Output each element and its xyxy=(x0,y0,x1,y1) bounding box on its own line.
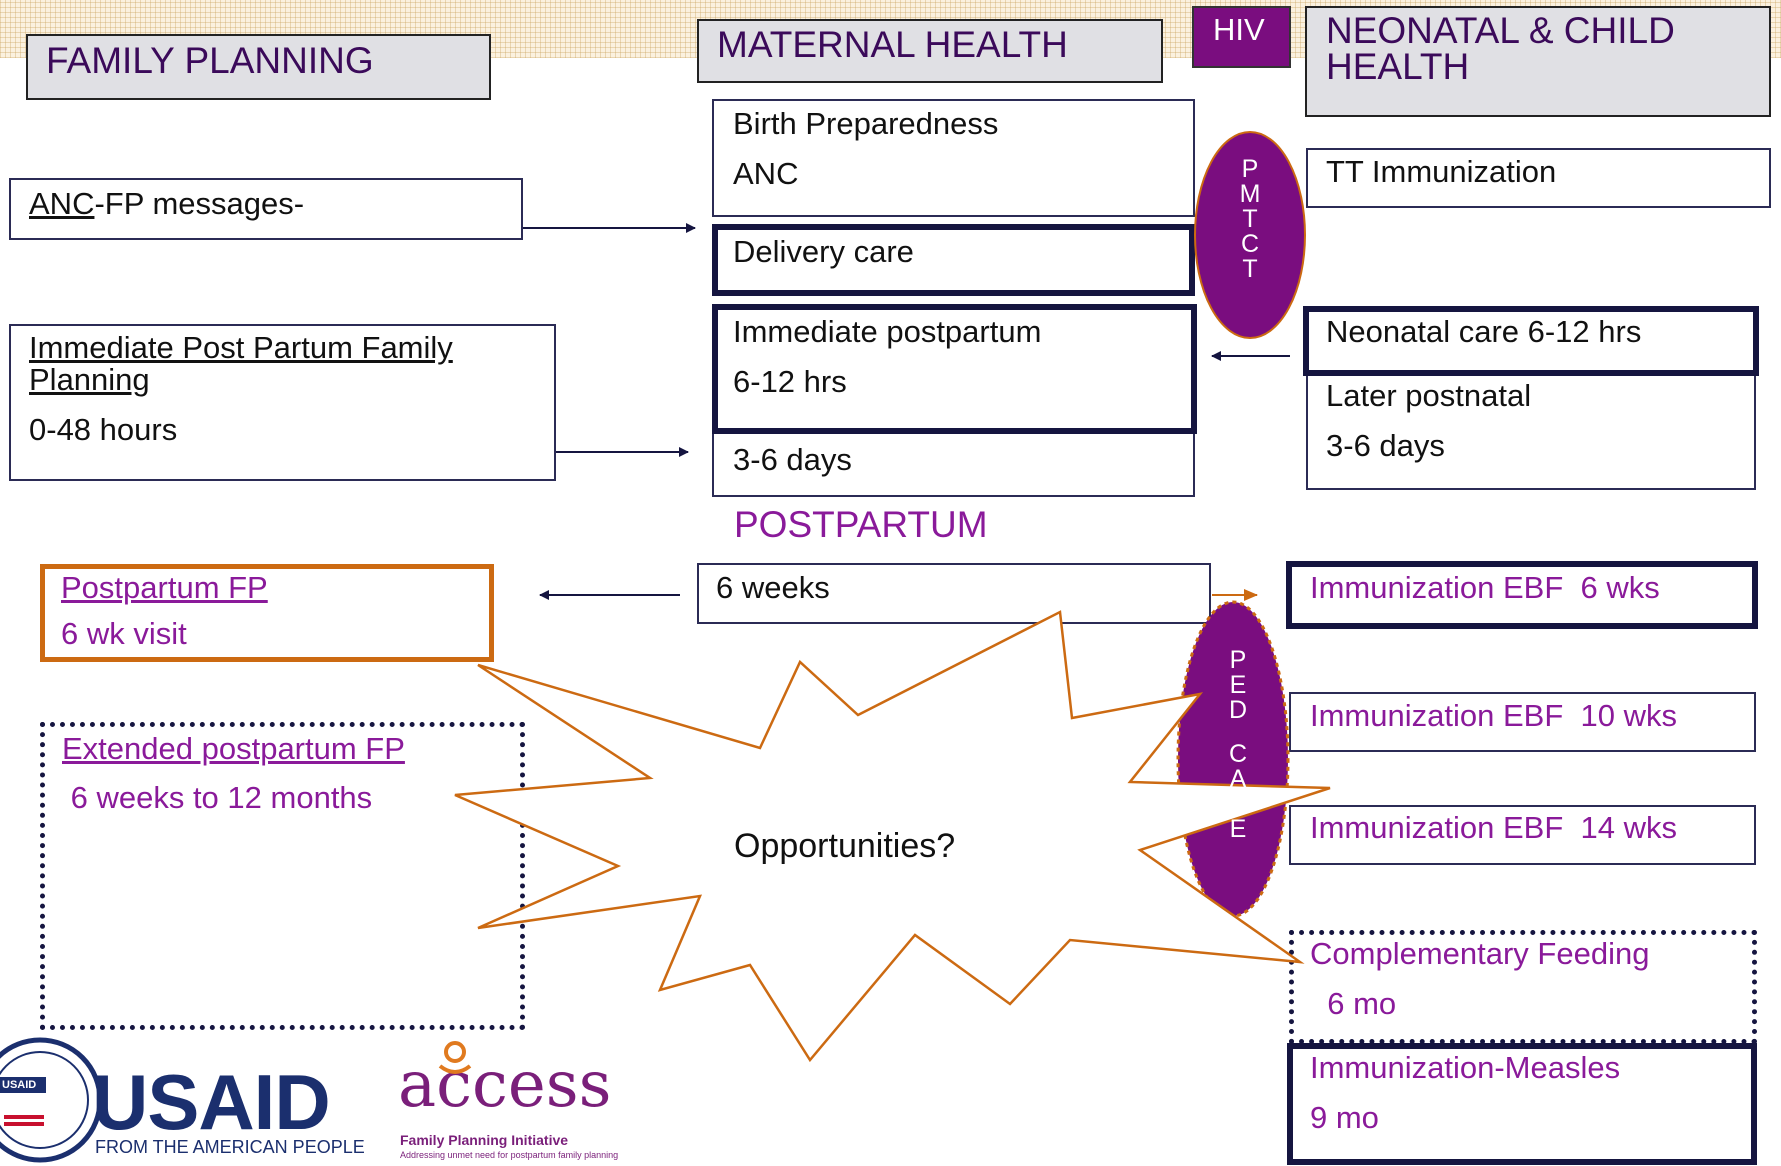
comp-feeding-label: Complementary Feeding xyxy=(1310,936,1650,971)
usaid-seal-label: USAID xyxy=(2,1079,37,1091)
anc-fp-box xyxy=(9,178,523,240)
six-weeks-box xyxy=(697,563,1211,624)
postpartum-fp-link[interactable]: Postpartum FP xyxy=(61,570,268,605)
comp-feeding-age: 6 mo xyxy=(1310,986,1397,1021)
ippfp-hours: 0-48 hours xyxy=(29,412,178,447)
opportunities-starburst xyxy=(454,610,1331,1063)
maternal-health-header xyxy=(697,19,1163,83)
access-tagline-2: Addressing unmet need for postpartum fam… xyxy=(400,1150,619,1160)
pmtct-letter: T xyxy=(1242,205,1258,233)
neonatal-header-line1: NEONATAL & CHILD xyxy=(1326,10,1675,51)
family-planning-header-label: FAMILY PLANNING xyxy=(46,40,374,81)
immediate-postpartum-box xyxy=(712,304,1197,434)
birth-prep-label: Birth Preparedness xyxy=(733,106,999,141)
extended-fp-box xyxy=(40,722,525,1030)
measles-age: 9 mo xyxy=(1310,1100,1379,1135)
ped-letter: D xyxy=(1228,696,1248,724)
hiv-header xyxy=(1192,6,1291,68)
measles-label: Immunization-Measles xyxy=(1310,1050,1621,1085)
delivery-care-label: Delivery care xyxy=(733,234,914,269)
imm-6wk-box xyxy=(1286,561,1758,629)
care-letter: C xyxy=(1228,740,1248,768)
postpartum-fp-visit: 6 wk visit xyxy=(61,616,187,651)
postpartum-label: POSTPARTUM xyxy=(734,504,988,545)
ippfp-link-line1[interactable]: Immediate Post Partum Family xyxy=(29,330,453,365)
usaid-tagline: FROM THE AMERICAN PEOPLE xyxy=(95,1137,365,1157)
ped-letter: E xyxy=(1229,671,1247,699)
anc-fp-suffix: -FP messages- xyxy=(94,186,305,221)
imm-14wk-label: Immunization EBF 14 wks xyxy=(1310,810,1677,845)
pmtct-letter: C xyxy=(1240,230,1260,258)
hiv-header-label: HIV xyxy=(1213,12,1265,47)
anc-fp-label: ANC-FP messages- xyxy=(29,188,304,219)
ped-letter: P xyxy=(1229,646,1247,674)
maternal-health-header-label: MATERNAL HEALTH xyxy=(717,24,1068,65)
pmtct-ellipse xyxy=(1194,131,1306,339)
usaid-wordmark: USAID xyxy=(92,1058,331,1146)
imm-10wk-label: Immunization EBF 10 wks xyxy=(1310,698,1677,733)
postpartum-days-label: 3-6 days xyxy=(733,442,852,477)
birth-prep-box xyxy=(712,99,1195,217)
immediate-postpartum-hours: 6-12 hrs xyxy=(733,364,847,399)
postpartum-days-box xyxy=(712,428,1195,497)
care-letter: A xyxy=(1229,765,1247,793)
neonatal-header-line2: HEALTH xyxy=(1326,46,1470,87)
extended-fp-range: 6 weeks to 12 months xyxy=(62,780,373,815)
delivery-care-box xyxy=(712,224,1195,296)
measles-box xyxy=(1287,1043,1757,1165)
ippfp-box xyxy=(9,324,556,481)
care-letter: E xyxy=(1229,815,1247,843)
pmtct-letter: M xyxy=(1239,180,1261,208)
ippfp-link-line2[interactable]: Planning xyxy=(29,362,150,397)
imm-14wk-box xyxy=(1289,805,1756,865)
tt-box xyxy=(1306,148,1771,208)
anc-link[interactable]: ANC xyxy=(29,186,95,221)
neonatal-care-box xyxy=(1303,306,1759,376)
anc-label: ANC xyxy=(733,156,799,191)
six-weeks-label: 6 weeks xyxy=(716,570,830,605)
later-postnatal-label: Later postnatal xyxy=(1326,378,1532,413)
postpartum-fp-box xyxy=(40,564,494,662)
later-postnatal-days: 3-6 days xyxy=(1326,428,1445,463)
opportunities-label: Opportunities? xyxy=(734,827,956,865)
immediate-postpartum-label: Immediate postpartum xyxy=(733,314,1042,349)
pmtct-letter: P xyxy=(1241,155,1259,183)
family-planning-header xyxy=(26,34,491,100)
imm-10wk-box xyxy=(1289,692,1756,752)
extended-fp-link[interactable]: Extended postpartum FP xyxy=(62,731,405,766)
tt-label: TT Immunization xyxy=(1326,154,1557,189)
access-wordmark: access xyxy=(398,1048,612,1122)
imm-6wk-label: Immunization EBF 6 wks xyxy=(1310,570,1660,605)
care-letter: R xyxy=(1228,790,1248,818)
neonatal-child-header xyxy=(1305,6,1771,117)
pmtct-letter: T xyxy=(1242,255,1258,283)
access-tagline-1: Family Planning Initiative xyxy=(400,1132,569,1148)
comp-feeding-box xyxy=(1289,930,1757,1044)
neonatal-care-label: Neonatal care 6-12 hrs xyxy=(1326,314,1642,349)
